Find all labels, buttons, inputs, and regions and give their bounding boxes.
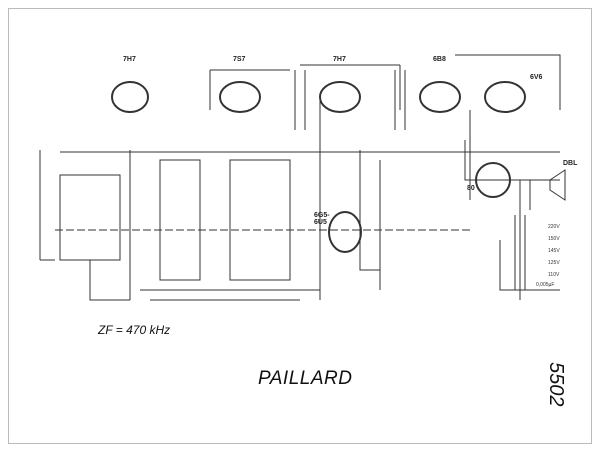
mains-tap: 125V [548, 260, 560, 266]
speaker-label: DBL [563, 160, 578, 167]
mains-tap: 220V [548, 224, 560, 230]
tube-label: 6G5-6U5 [314, 212, 330, 226]
wiring [39, 54, 561, 301]
tube-label: 80 [467, 185, 475, 192]
model-number: 5502 [545, 362, 567, 407]
tube-label: 6B8 [433, 56, 446, 63]
tube-label: 7H7 [123, 56, 136, 63]
mains-tap: 150V [548, 236, 560, 242]
brand-title: PAILLARD [258, 368, 353, 389]
capacitor-note: 0,005µF [536, 282, 555, 288]
tube-label: 7H7 [333, 56, 346, 63]
mains-tap: 145V [548, 248, 560, 254]
if-frequency-note: ZF = 470 kHz [98, 323, 171, 337]
tube-label: 6V6 [530, 74, 543, 81]
transformer-coils [294, 70, 566, 290]
speaker-icon [549, 169, 566, 201]
mains-tap: 110V [548, 272, 560, 278]
tube-symbols [111, 81, 526, 253]
tube-label: 7S7 [233, 56, 246, 63]
page-border [8, 8, 592, 444]
